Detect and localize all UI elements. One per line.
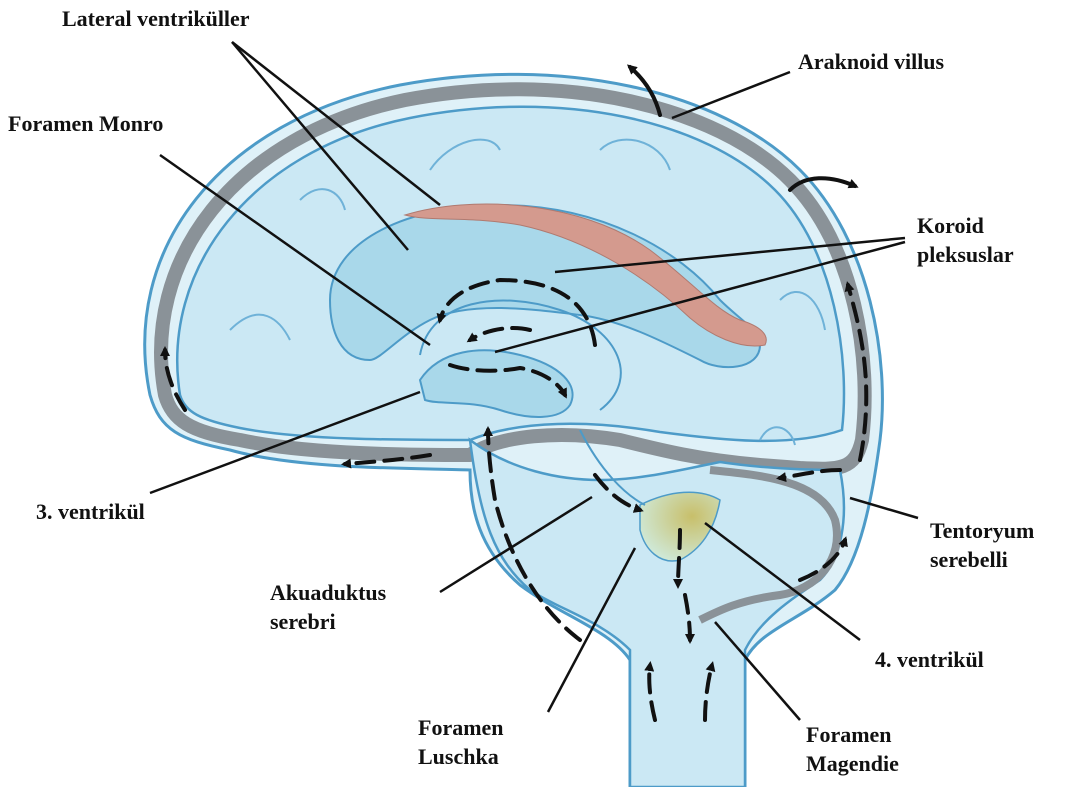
label-foramen-magendie-line1: Foramen <box>806 720 899 749</box>
label-foramen-magendie-line2: Magendie <box>806 749 899 778</box>
label-tentorium-line2: serebelli <box>930 545 1034 574</box>
label-foramen-luschka: Foramen Luschka <box>418 713 504 771</box>
label-tentorium-line1: Tentoryum <box>930 516 1034 545</box>
label-aqueduct-line1: Akuaduktus <box>270 578 386 607</box>
label-choroid-plexus-line2: pleksuslar <box>917 240 1014 269</box>
label-lateral-ventricles: Lateral ventriküller <box>62 4 250 33</box>
label-fourth-ventricle: 4. ventrikül <box>875 645 984 674</box>
flow-arrow <box>678 530 680 585</box>
label-aqueduct-line2: serebri <box>270 607 386 636</box>
label-third-ventricle: 3. ventrikül <box>36 497 145 526</box>
label-foramen-luschka-line1: Foramen <box>418 713 504 742</box>
label-foramen-magendie: Foramen Magendie <box>806 720 899 778</box>
leader-villus <box>672 72 790 118</box>
label-choroid-plexus-line1: Koroid <box>917 211 1014 240</box>
label-foramen-luschka-line2: Luschka <box>418 742 504 771</box>
label-foramen-monro: Foramen Monro <box>8 109 163 138</box>
label-arachnoid-villus: Araknoid villus <box>798 47 944 76</box>
label-aqueduct: Akuaduktus serebri <box>270 578 386 636</box>
label-choroid-plexus: Koroid pleksuslar <box>917 211 1014 269</box>
label-tentorium: Tentoryum serebelli <box>930 516 1034 574</box>
